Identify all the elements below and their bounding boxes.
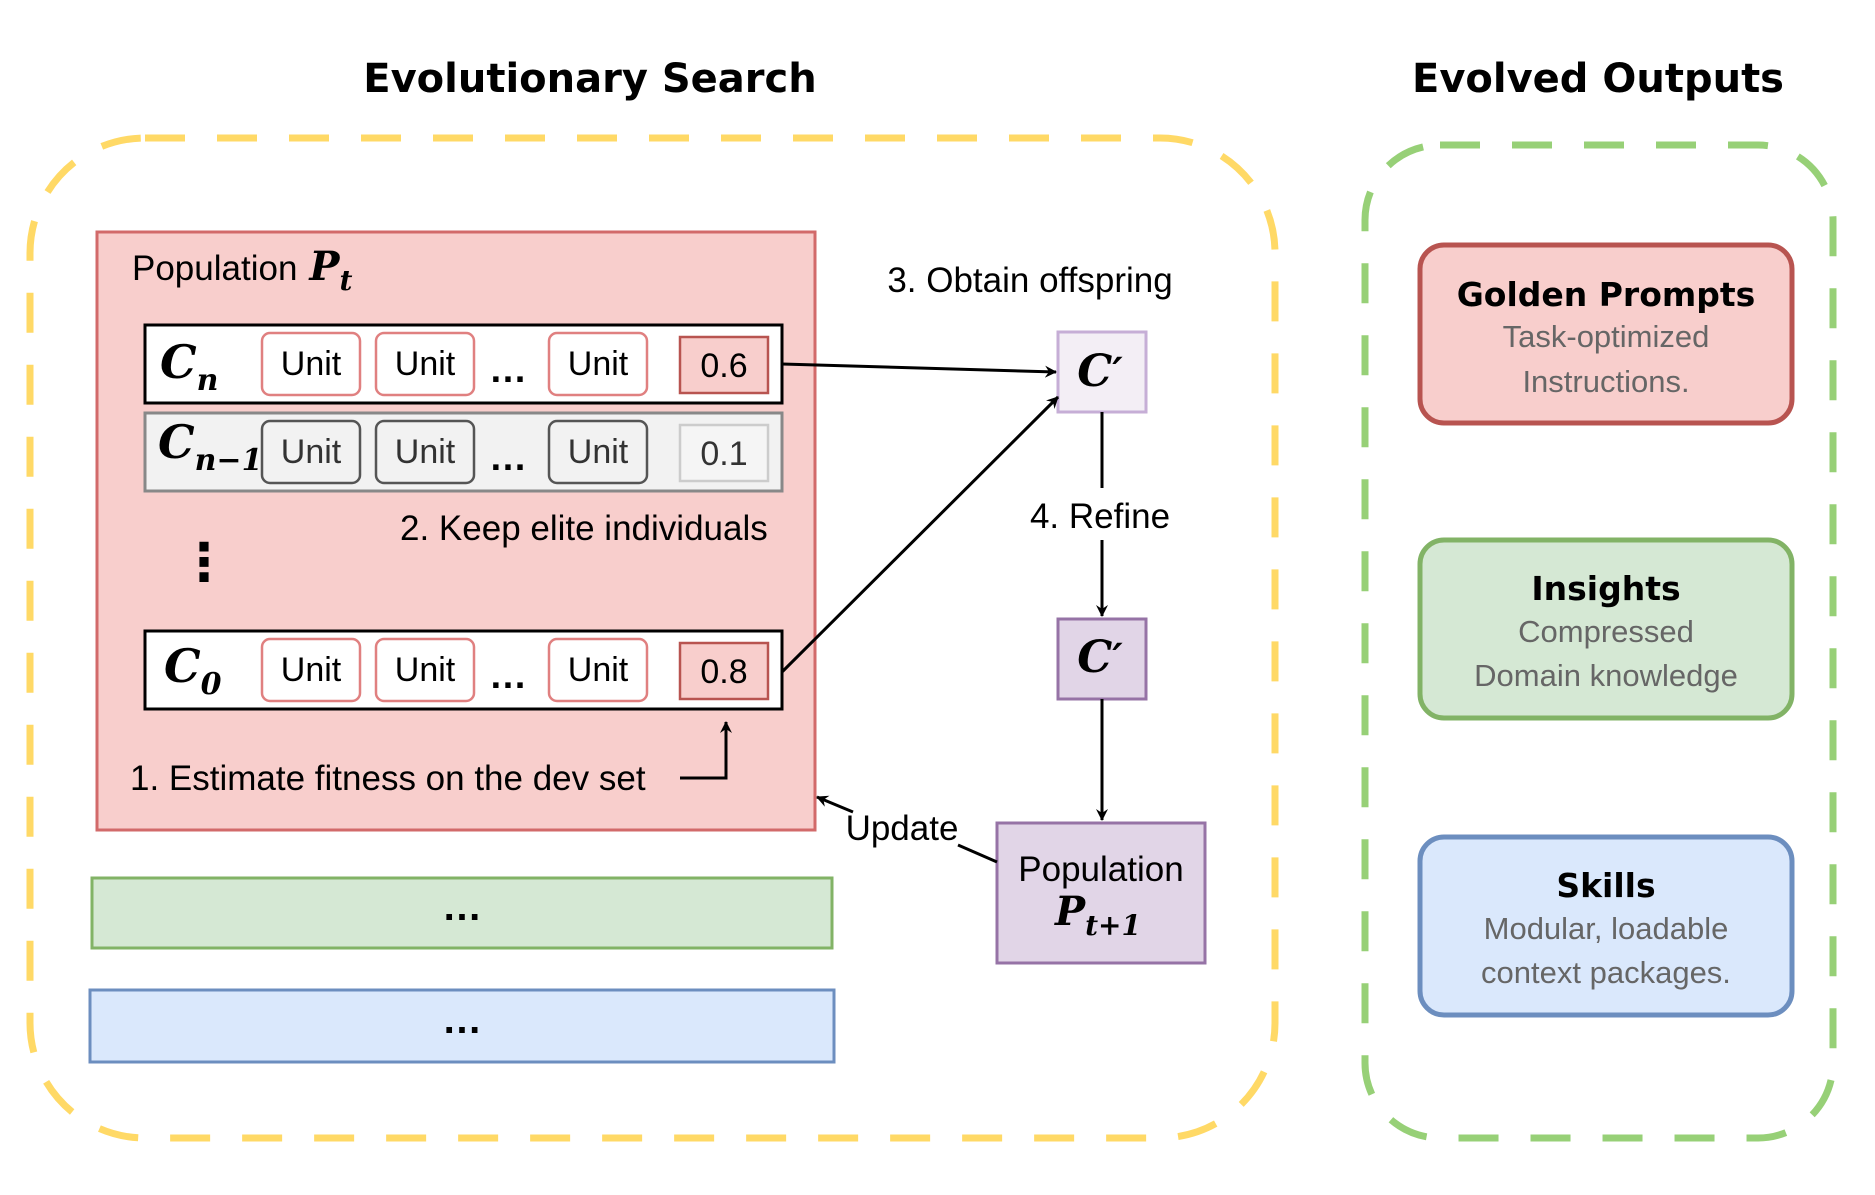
unit-label: Unit [395, 345, 456, 383]
fitness-score-box [678, 641, 770, 701]
fitness-score-box [678, 423, 770, 483]
unit-box [547, 637, 649, 703]
skills-line-2: context packages. [1481, 955, 1731, 990]
skills-title: Skills [1556, 866, 1655, 905]
candidate-row-cn-1: Cn−1 Unit Unit … Unit 0.1 [143, 411, 784, 493]
cn-to-offspring-arrow [781, 362, 1057, 378]
unit-box [374, 637, 476, 703]
unit-box [260, 331, 362, 397]
refined-offspring-box [1056, 617, 1148, 701]
bar-ellipsis: … [442, 998, 482, 1042]
bar-ellipsis: … [442, 885, 482, 929]
unit-label: Unit [281, 345, 342, 383]
unit-ellipsis: … [489, 437, 527, 479]
update-arrow [816, 795, 854, 814]
next-population-box [995, 821, 1207, 965]
evolutionary-search-title: Evolutionary Search [363, 56, 816, 102]
update-label: Update [846, 809, 959, 848]
fitness-score: 0.8 [700, 653, 747, 691]
c0-to-offspring-arrow [780, 395, 1060, 674]
unit-ellipsis: … [489, 655, 527, 697]
golden-prompts-line-1: Task-optimized [1503, 319, 1710, 354]
next-population-label: Population [1018, 850, 1183, 889]
keep-elite-label: 2. Keep elite individuals [400, 509, 768, 548]
next-population-symbol: Pt+1 [1054, 888, 1141, 942]
unit-label: Unit [395, 651, 456, 689]
output-card-insights: Insights Compressed Domain knowledge [1417, 537, 1795, 721]
unit-box [374, 331, 476, 397]
green-population-bar [90, 876, 834, 950]
golden-prompts-card [1417, 242, 1795, 426]
candidate-label: C0 [164, 639, 222, 702]
skills-line-1: Modular, loadable [1484, 911, 1729, 946]
output-card-skills: Skills Modular, loadable context package… [1417, 834, 1795, 1018]
refined-offspring-label: C′ [1077, 632, 1123, 683]
candidate-row-cn: Cn Unit Unit … Unit 0.6 [143, 323, 784, 405]
refine-label: 4. Refine [1030, 497, 1170, 536]
blue-population-bar [88, 988, 836, 1064]
unit-label: Unit [395, 433, 456, 471]
evolved-outputs-frame [1361, 141, 1837, 1142]
candidate-row-c0: C0 Unit Unit … Unit 0.8 [143, 629, 784, 711]
unit-box [260, 419, 362, 485]
insights-line-2: Domain knowledge [1474, 658, 1738, 693]
unit-label: Unit [568, 651, 629, 689]
update-line [957, 843, 998, 864]
obtain-offspring-label: 3. Obtain offspring [887, 261, 1172, 300]
fitness-score-box [678, 335, 770, 395]
unit-label: Unit [568, 433, 629, 471]
golden-prompts-line-2: Instructions. [1522, 364, 1689, 399]
unit-box [374, 419, 476, 485]
unit-box [547, 419, 649, 485]
candidate-label: Cn [160, 335, 218, 398]
vertical-ellipsis: ⋮ [178, 534, 230, 592]
golden-prompts-title: Golden Prompts [1457, 275, 1756, 314]
offspring-label: C′ [1077, 346, 1123, 397]
estimate-fitness-label: 1. Estimate fitness on the dev set [130, 759, 646, 798]
unit-box [260, 637, 362, 703]
unit-label: Unit [568, 345, 629, 383]
evolved-outputs-title: Evolved Outputs [1412, 56, 1784, 102]
unit-box [547, 331, 649, 397]
insights-card [1417, 537, 1795, 721]
offspring-box [1056, 330, 1148, 414]
fitness-score: 0.1 [700, 435, 747, 473]
fitness-score: 0.6 [700, 347, 747, 385]
fitness-arrow [680, 721, 732, 780]
insights-title: Insights [1531, 569, 1680, 608]
unit-ellipsis: … [489, 349, 527, 391]
skills-card [1417, 834, 1795, 1018]
output-card-golden-prompts: Golden Prompts Task-optimized Instructio… [1417, 242, 1795, 426]
insights-line-1: Compressed [1518, 614, 1694, 649]
unit-label: Unit [281, 651, 342, 689]
candidate-label: Cn−1 [158, 415, 262, 478]
unit-label: Unit [281, 433, 342, 471]
evolutionary-search-frame [26, 134, 1279, 1142]
